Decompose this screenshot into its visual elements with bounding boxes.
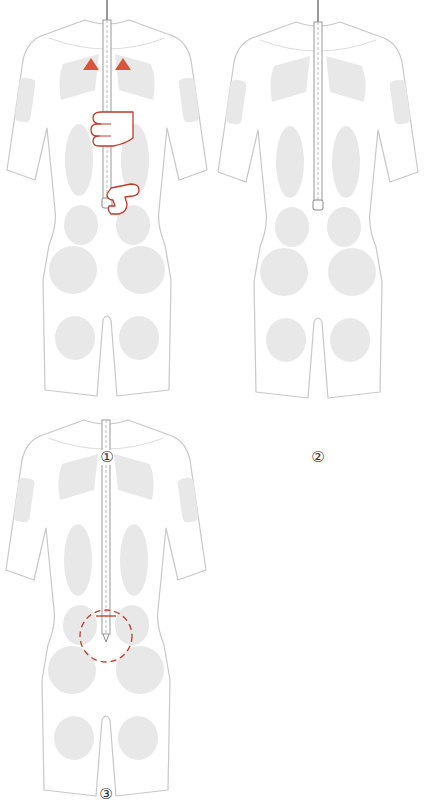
- callout-number: ①: [100, 450, 113, 465]
- callout-number: ②: [311, 450, 324, 465]
- callout-number: ③: [99, 787, 112, 802]
